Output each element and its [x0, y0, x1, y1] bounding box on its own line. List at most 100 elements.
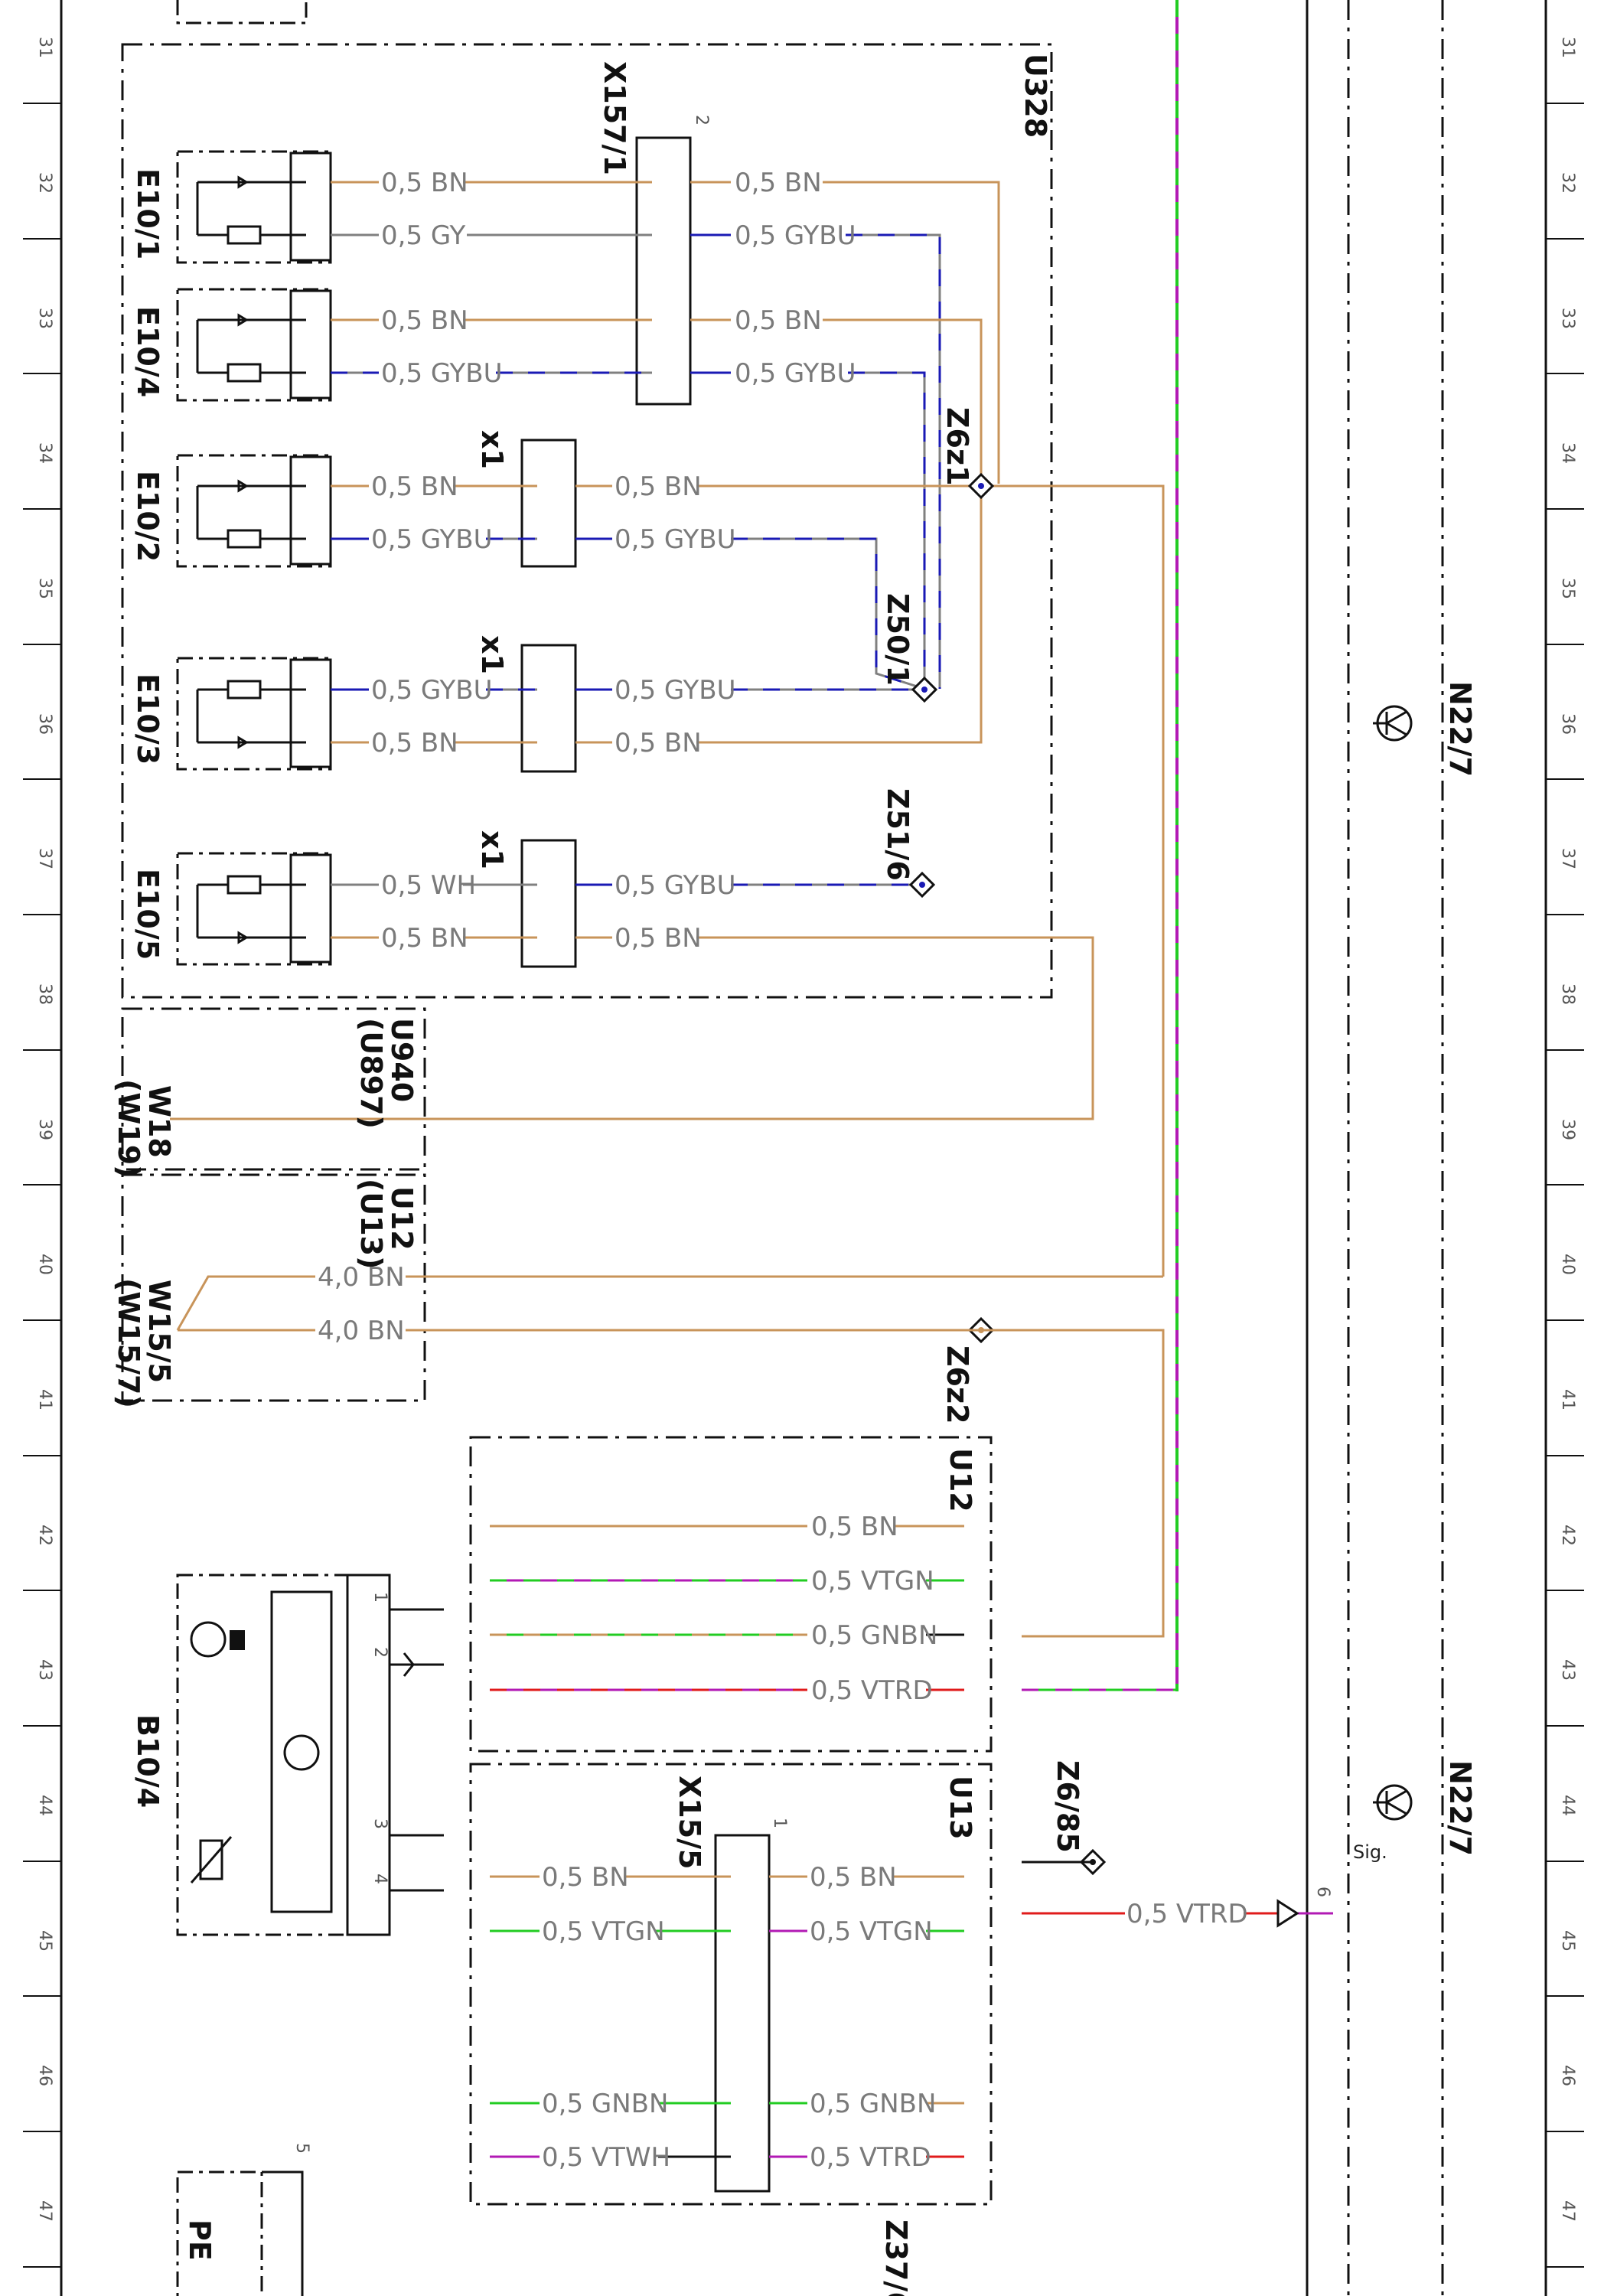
x157-1-pin-count: 2	[692, 115, 711, 126]
x1-connector-c	[520, 839, 577, 968]
row-47: 47	[35, 2200, 54, 2222]
w18-label: W18	[142, 1085, 176, 1158]
row-39-right: 39	[1558, 1119, 1577, 1140]
row-44-right: 44	[1558, 1795, 1577, 1816]
wire-label-u12-bn: 0,5 BN	[811, 1512, 898, 1542]
row-31-right: 31	[1558, 37, 1577, 58]
u13-label: (U13)	[354, 1179, 388, 1269]
u12-connector-box	[469, 1436, 993, 1753]
row-45-right: 45	[1558, 1930, 1577, 1952]
pe-pin-5: 5	[292, 2143, 311, 2154]
grid-ticks	[23, 103, 1584, 2268]
z6z2-label: Z6z2	[941, 1345, 974, 1424]
e10-2-lamp	[176, 454, 332, 568]
pe-label: PE	[183, 2219, 217, 2261]
u940-box	[121, 1007, 426, 1171]
u328-box	[121, 43, 1053, 999]
wire-label-e102-2-right: 0,5 GYBU	[615, 524, 736, 555]
wire-label-e104-2-right: 0,5 GYBU	[735, 358, 856, 389]
row-32-right: 32	[1558, 172, 1577, 194]
wire-label-e104-1-right: 0,5 BN	[735, 305, 822, 336]
x1-label-a: x1	[475, 430, 509, 469]
x1-label-b: x1	[475, 635, 509, 674]
row-36-right: 36	[1558, 713, 1577, 735]
u12-label: U12	[385, 1186, 419, 1251]
wire-label-u13-bn-right: 0,5 BN	[810, 1862, 897, 1893]
x1-label-c: x1	[475, 830, 509, 869]
z6-85-label: Z6/85	[1051, 1760, 1084, 1853]
wire-label-e101-2-right: 0,5 GYBU	[735, 220, 856, 251]
wire-label-u13-gnbn-left: 0,5 GNBN	[542, 2089, 668, 2119]
wire-label-e105-2-right: 0,5 GYBU	[615, 870, 736, 901]
n22-7-label-upper: N22/7	[1443, 681, 1477, 777]
row-45: 45	[35, 1930, 54, 1952]
wire-label-e102-1-right: 0,5 BN	[615, 471, 702, 502]
wires-u12-box	[490, 1525, 1177, 1691]
e10-3-lamp	[176, 657, 332, 771]
wire-label-e102-2-left: 0,5 GYBU	[371, 524, 493, 555]
wire-label-e103-2-right: 0,5 GYBU	[615, 675, 736, 706]
e10-5-lamp	[176, 852, 332, 966]
z37-label: Z37/6	[879, 2219, 913, 2296]
u328-label: U328	[1019, 54, 1052, 138]
n22-pin-6: 6	[1313, 1887, 1332, 1897]
row-40: 40	[35, 1254, 54, 1275]
motor-icon	[190, 1621, 227, 1658]
e10-4-label: E10/4	[131, 306, 165, 397]
z51-6-label: Z51/6	[881, 788, 914, 881]
e10-1-lamp	[176, 150, 332, 264]
wire-label-u13-gnbn-right: 0,5 GNBN	[810, 2089, 936, 2119]
u940-label: U940	[385, 1018, 419, 1102]
row-44: 44	[35, 1795, 54, 1816]
x15-5-label: X15/5	[673, 1776, 706, 1870]
wire-label-u13-vtgn-left: 0,5 VTGN	[542, 1916, 665, 1947]
wire-label-e104-1-left: 0,5 BN	[381, 305, 468, 336]
u12-top-box	[121, 1173, 426, 1402]
vtrd-arrow	[1276, 1899, 1299, 1928]
row-42: 42	[35, 1525, 54, 1546]
row-33: 33	[35, 308, 54, 329]
wire-label-n22-vtrd: 0,5 VTRD	[1126, 1899, 1248, 1929]
x1-connector-a	[520, 439, 577, 568]
w19-label: (W19)	[112, 1079, 145, 1179]
wire-label-40bn-lower: 4,0 BN	[318, 1316, 405, 1346]
wire-label-u12-vtrd: 0,5 VTRD	[811, 1675, 933, 1706]
n22-7-label-lower: N22/7	[1443, 1760, 1477, 1856]
wires-u328	[170, 181, 1165, 1277]
wire-label-e101-1-right: 0,5 BN	[735, 168, 822, 198]
x15-5-pin-count: 1	[770, 1818, 789, 1828]
wire-label-e103-1-right: 0,5 BN	[615, 728, 702, 758]
z6z1-label: Z6z1	[941, 407, 974, 486]
wire-label-40bn-upper: 4,0 BN	[318, 1262, 405, 1293]
wire-label-u13-vtrd-right: 0,5 VTRD	[810, 2142, 931, 2173]
row-35-right: 35	[1558, 578, 1577, 599]
row-40-right: 40	[1558, 1254, 1577, 1275]
pe-box	[176, 2170, 263, 2296]
wire-label-u12-vtgn: 0,5 VTGN	[811, 1566, 934, 1596]
row-43-right: 43	[1558, 1659, 1577, 1681]
row-43: 43	[35, 1659, 54, 1681]
row-36: 36	[35, 713, 54, 735]
row-47-right: 47	[1558, 2200, 1577, 2222]
sig-label: Sig.	[1353, 1841, 1387, 1863]
row-42-right: 42	[1558, 1525, 1577, 1546]
wire-label-e103-2-left: 0,5 GYBU	[371, 675, 493, 706]
wires-u13-box	[490, 1861, 1333, 2158]
row-46-right: 46	[1558, 2065, 1577, 2086]
b10-4-connector	[346, 1574, 391, 1936]
wire-label-e105-1-right: 0,5 BN	[615, 923, 702, 954]
wire-label-e105-1-left: 0,5 BN	[381, 923, 468, 954]
grid-row-labels-right: 31 32 33 34 35 36 37 38 39 40 41 42 43 4…	[1558, 37, 1577, 2222]
n22-7-upper	[1373, 705, 1413, 742]
w15-7-label: (W15/7)	[112, 1278, 145, 1408]
b10-4-pin-4: 4	[370, 1874, 390, 1884]
wire-label-u13-bn-left: 0,5 BN	[542, 1862, 629, 1893]
b10-4-label: B10/4	[131, 1714, 165, 1808]
wire-label-e105-2-left: 0,5 WH	[381, 870, 476, 901]
wire-label-u13-vtgn-right: 0,5 VTGN	[810, 1916, 933, 1947]
row-39: 39	[35, 1119, 54, 1140]
b10-4-module	[270, 1590, 333, 1913]
u13-connector-box	[469, 1763, 993, 2206]
b10-4-box	[176, 1574, 349, 1936]
